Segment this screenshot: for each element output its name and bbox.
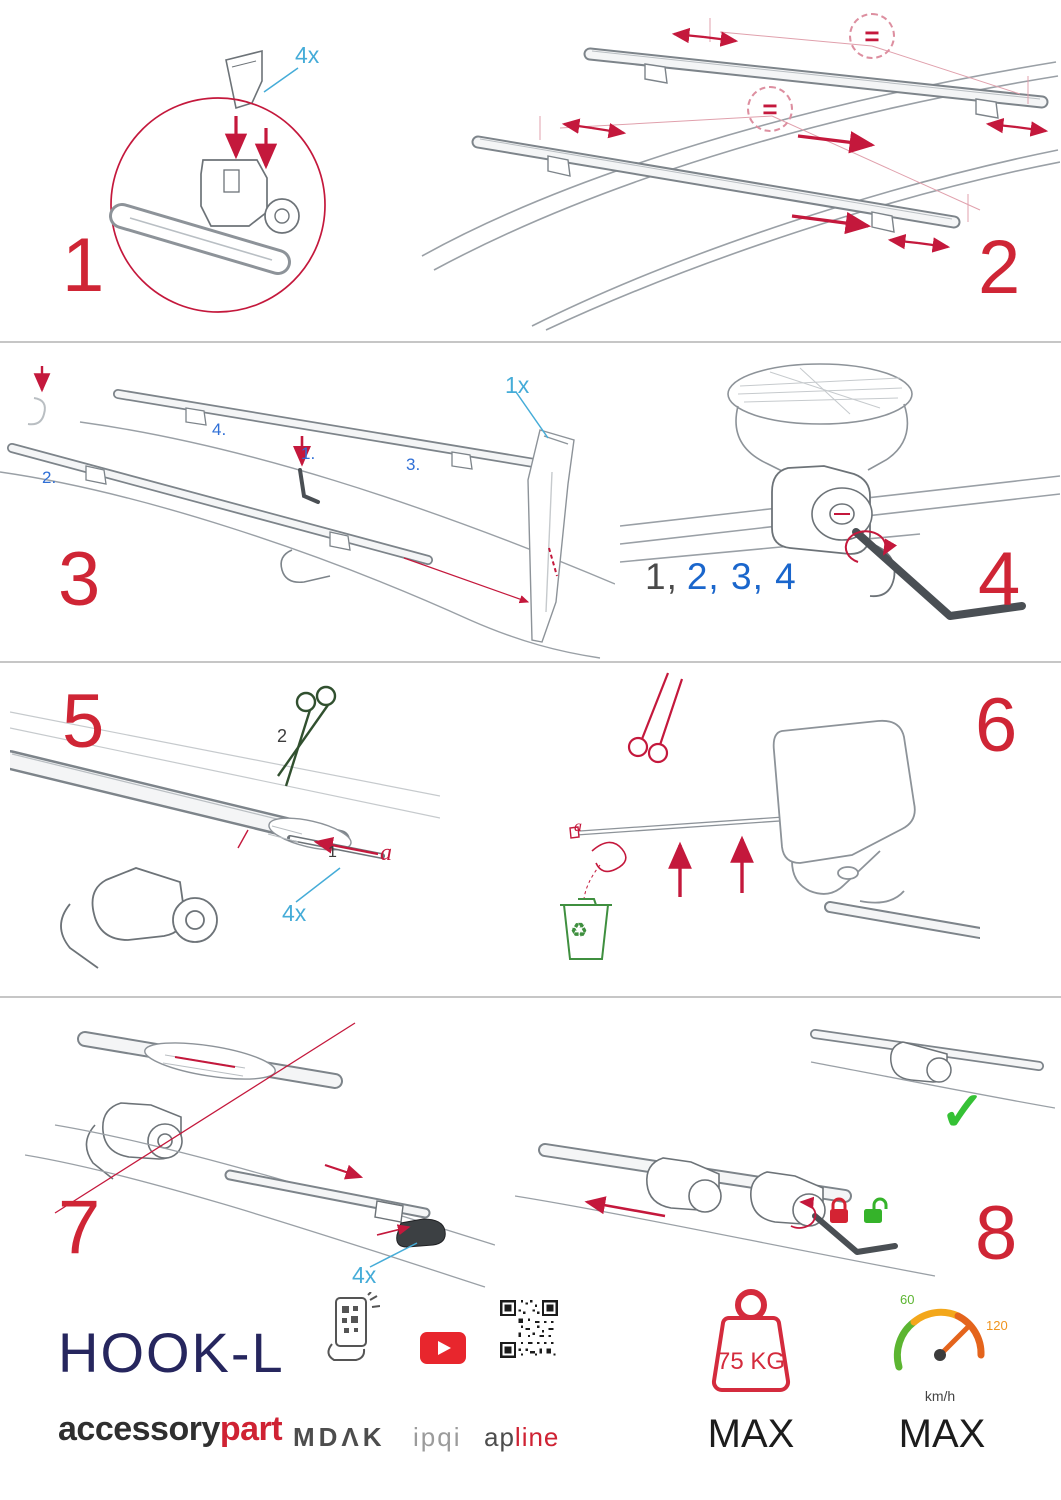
step-3-order-3: 3. [406, 455, 421, 474]
check-icon: ✓ [940, 1082, 986, 1142]
step-7-number: 7 [58, 1185, 101, 1270]
max-weight-label: MAX [707, 1412, 795, 1456]
partner-logo-mdak: MDΛK [293, 1422, 386, 1452]
scissors-icon [277, 685, 337, 787]
sequence-rest: 2, 3, 4 [686, 556, 797, 597]
max-weight-value: 75 KG [716, 1348, 786, 1375]
step-5-number: 5 [62, 679, 105, 764]
youtube-icon [420, 1332, 466, 1364]
step-1-qty-label: 4x [295, 42, 320, 68]
scissors-icon [627, 672, 684, 764]
step-6-number: 6 [975, 683, 1018, 768]
recycle-icon: ♻ [570, 920, 588, 942]
step-1-number: 1 [62, 223, 105, 308]
step-6-a-label: a [574, 818, 582, 835]
trash-icon [560, 898, 612, 960]
lock-open-icon [864, 1197, 888, 1223]
partner-logo-ipqi: ipqi [413, 1422, 462, 1452]
brand-accent: part [219, 1410, 283, 1448]
step-4-number: 4 [978, 537, 1021, 622]
divider-3 [0, 996, 1061, 998]
step-5-cut-label: 2 [277, 726, 288, 746]
step-1-illustration [109, 49, 326, 313]
partner-logo-apline: apline [484, 1422, 559, 1453]
divider-2 [0, 661, 1061, 663]
step-6-illustration [560, 672, 980, 960]
brand-main: accessory [58, 1410, 220, 1448]
step-3-order-2: 2. [42, 468, 57, 487]
step-3-illustration [0, 366, 615, 659]
sequence-first: 1, [645, 556, 678, 597]
step-5-qty-label: 4x [282, 900, 307, 926]
step-3-order-1: 1. [301, 444, 316, 463]
step-7-illustration [25, 1022, 495, 1288]
speedometer-icon [893, 1308, 985, 1371]
max-weight-icon [711, 1289, 791, 1393]
step-2-number: 2 [978, 225, 1021, 310]
divider-1 [0, 341, 1061, 343]
speed-unit-label: km/h [924, 1388, 956, 1404]
step-8-illustration [515, 1029, 1055, 1277]
step-5-illustration [10, 685, 440, 969]
step-5-pull-label: 1 [328, 844, 337, 861]
step-3-qty-label: 1x [505, 372, 530, 398]
step-3-order-4: 4. [212, 420, 227, 439]
equal-spacing-badge-mid: = [747, 86, 793, 132]
apline-suffix: line [514, 1422, 560, 1452]
step-2-illustration [421, 18, 1060, 331]
step-5-a-label: a [380, 840, 392, 866]
equals-sign: = [864, 20, 880, 51]
product-name: HOOK-L [58, 1321, 285, 1384]
step-4-illustration [620, 363, 1060, 620]
max-speed-label: MAX [898, 1412, 986, 1456]
qr-code-icon [500, 1300, 558, 1358]
equals-sign: = [762, 93, 778, 124]
lock-closed-icon [830, 1197, 848, 1223]
step-7-qty-label: 4x [352, 1262, 377, 1288]
step-4-sequence: 1,2, 3, 4 [645, 556, 797, 598]
speed-high-label: 120 [986, 1318, 1008, 1333]
step-3-number: 3 [58, 537, 101, 622]
phone-qr-icon [327, 1292, 380, 1361]
brand-wordmark: accessorypart [58, 1410, 283, 1449]
step-8-number: 8 [975, 1191, 1018, 1276]
equal-spacing-badge-top: = [849, 13, 895, 59]
speed-low-label: 60 [900, 1292, 915, 1307]
apline-prefix: ap [484, 1422, 515, 1452]
